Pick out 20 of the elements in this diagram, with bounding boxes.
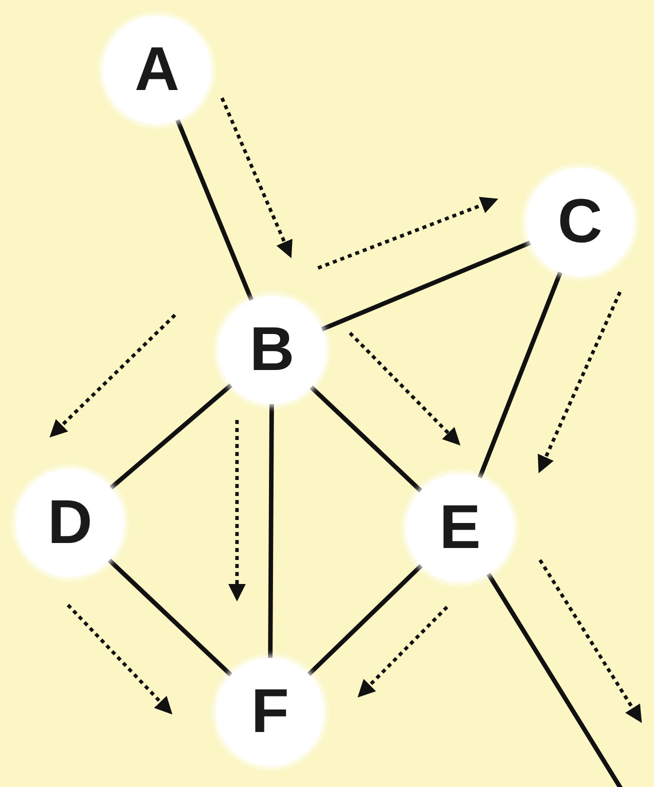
node-circle (16, 469, 124, 577)
node-label: B (250, 319, 294, 381)
connector-line (268, 404, 274, 658)
node-label: C (558, 191, 602, 253)
connector-line (108, 558, 232, 677)
node-circle (216, 658, 324, 766)
connector-line (321, 240, 531, 332)
node-label: F (251, 681, 289, 743)
node-label: A (134, 39, 180, 101)
node-circle (218, 296, 326, 404)
node-circle (406, 474, 514, 582)
connector-line (175, 119, 254, 301)
node-circle (526, 168, 634, 276)
node-circle (103, 16, 211, 124)
connector-line (310, 386, 422, 492)
connector-line (110, 383, 232, 490)
node-label: E (439, 497, 481, 559)
node-label: D (48, 492, 92, 554)
connector-line (307, 564, 423, 676)
connector-line (478, 271, 562, 479)
